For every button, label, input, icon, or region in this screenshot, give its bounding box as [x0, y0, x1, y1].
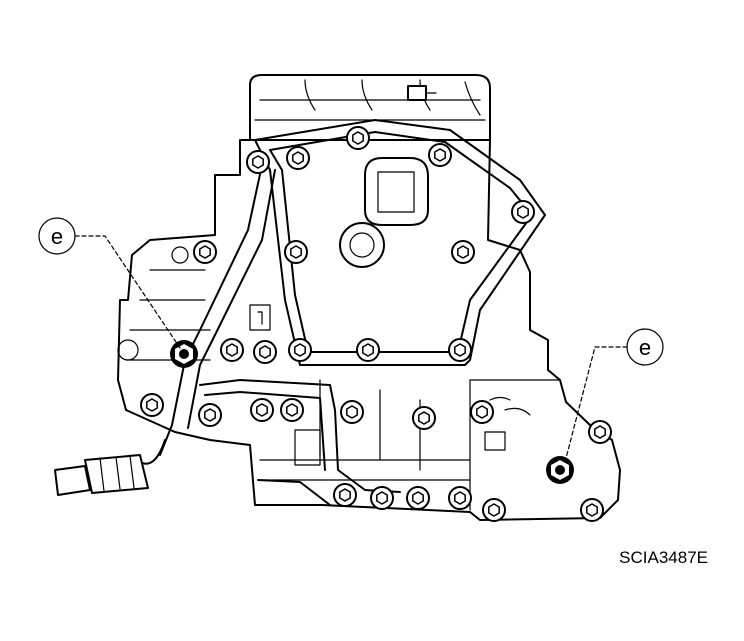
bolt — [482, 498, 506, 522]
solenoid-block — [249, 74, 491, 141]
bolt — [448, 486, 472, 510]
bolt — [370, 486, 394, 510]
valve-body — [117, 139, 621, 521]
callout-label-right: e — [639, 335, 651, 360]
bolt — [284, 240, 308, 264]
bolt — [451, 240, 475, 264]
callout-e-right: e — [626, 328, 664, 366]
bolt — [346, 126, 370, 150]
bolt — [280, 398, 304, 422]
bolt — [140, 393, 164, 417]
bolt — [406, 486, 430, 510]
bolt — [198, 403, 222, 427]
bolt — [220, 338, 244, 362]
bolt — [288, 338, 312, 362]
bolt — [333, 483, 357, 507]
bolt — [470, 400, 494, 424]
bolt — [580, 498, 604, 522]
harness-connector — [54, 454, 149, 496]
callout-e-left: e — [38, 217, 76, 255]
bolt-group — [140, 126, 612, 522]
bolt — [250, 398, 274, 422]
bolt — [356, 338, 380, 362]
highlighted-bolts — [170, 340, 574, 484]
callout-label-left: e — [51, 224, 63, 249]
separator-plate — [254, 119, 546, 366]
bolt — [448, 338, 472, 362]
bolt — [428, 143, 452, 167]
bolt — [588, 420, 612, 444]
bolt — [253, 340, 277, 364]
bolt — [511, 200, 535, 224]
callout-leaders — [74, 235, 628, 463]
bolt — [340, 400, 364, 424]
bolt — [193, 240, 217, 264]
bolt — [246, 150, 270, 174]
bolt — [286, 146, 310, 170]
bolt — [412, 406, 436, 430]
tubes-and-harness — [139, 164, 401, 506]
figure-code: SCIA3487E — [619, 548, 708, 567]
